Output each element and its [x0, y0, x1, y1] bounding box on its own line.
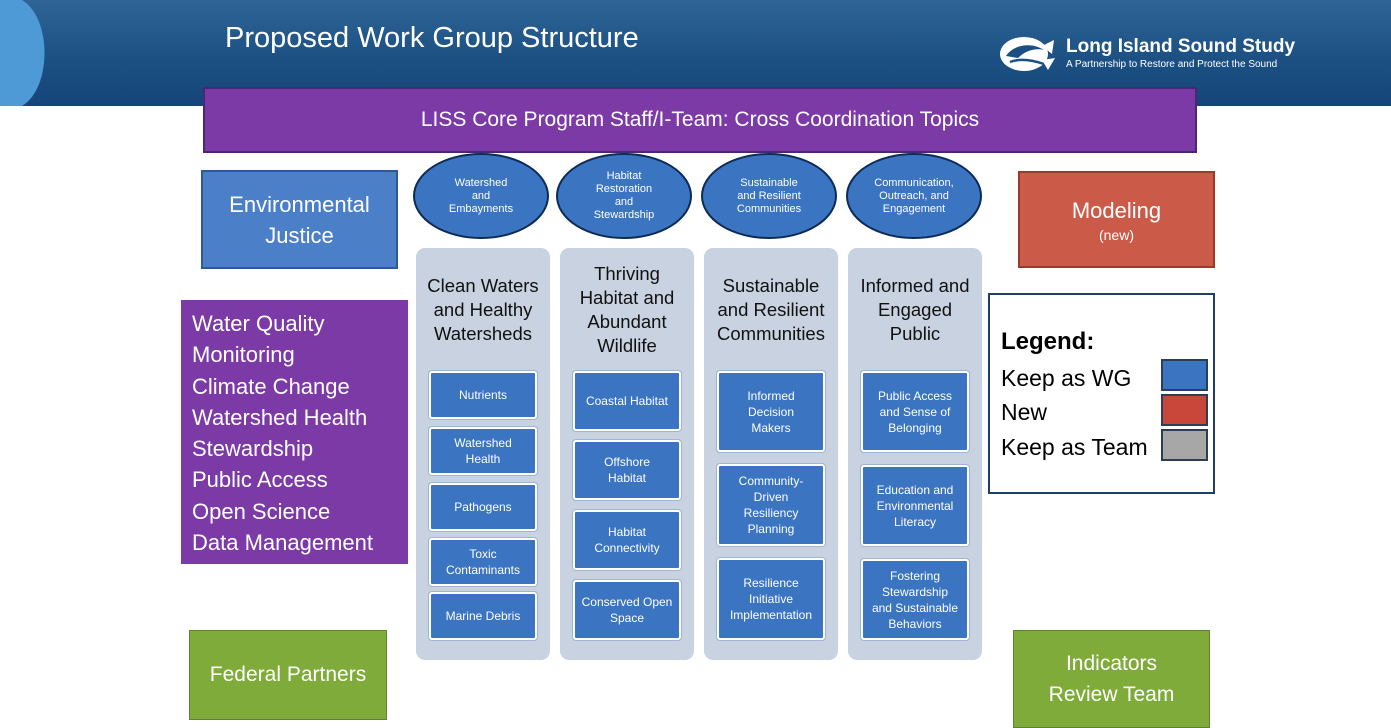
legend-title: Legend: [1001, 328, 1095, 355]
workgroup-community-resiliency-planning: Community- Driven Resiliency Planning [717, 464, 825, 546]
column-sustainable-communities: Sustainable and Resilient Communities In… [704, 248, 838, 660]
environmental-justice-box: Environmental Justice [201, 170, 398, 269]
oval-line: Watershed [454, 176, 508, 189]
workgroup-nutrients: Nutrients [429, 371, 537, 419]
oval-line: Embayments [448, 202, 514, 215]
oval-line: and Resilient [737, 189, 801, 202]
workgroup-resilience-initiative: Resilience Initiative Implementation [717, 558, 825, 640]
legend: Legend: Keep as WG New Keep as Team [988, 293, 1215, 494]
column-thriving-habitat: Thriving Habitat and Abundant Wildlife C… [560, 248, 694, 660]
oval-line: Communities [736, 202, 802, 215]
legend-label-new: New [1001, 399, 1048, 425]
column-title: Thriving Habitat and Abundant Wildlife [579, 263, 675, 356]
workgroup-education-literacy: Education and Environmental Literacy [861, 465, 969, 546]
oval-line: and [614, 196, 634, 208]
topic-item: Climate Change [192, 373, 350, 399]
column-title: Clean Waters and Healthy Watersheds [427, 275, 539, 344]
oval-line: Habitat [606, 170, 642, 182]
column-clean-waters: Clean Waters and Healthy Watersheds Nutr… [416, 248, 550, 660]
oval-communication-outreach: Communication, Outreach, and Engagement [845, 152, 983, 240]
workgroup-offshore-habitat: Offshore Habitat [573, 440, 681, 500]
modeling-note: (new) [1098, 226, 1134, 243]
topic-item: Monitoring [192, 342, 295, 368]
cross-coordination-topics: Water Quality Monitoring Climate Change … [181, 300, 408, 564]
indicators-review-team-box: Indicators Review Team [1013, 630, 1210, 728]
oval-line: Stewardship [593, 209, 655, 221]
workgroup-public-access-belonging: Public Access and Sense of Belonging [861, 371, 969, 452]
federal-partners-box: Federal Partners [189, 630, 387, 720]
workgroup-marine-debris: Marine Debris [429, 592, 537, 640]
logo-subtitle: A Partnership to Restore and Protect the… [1066, 59, 1278, 70]
oval-watershed-embayments: Watershed and Embayments [412, 152, 550, 240]
topic-item: Public Access [192, 467, 328, 493]
oval-line: Outreach, and [879, 189, 949, 202]
modeling-box: Modeling (new) [1018, 171, 1215, 268]
workgroup-toxic-contaminants: Toxic Contaminants [429, 538, 537, 586]
column-title: Sustainable and Resilient Communities [717, 275, 825, 344]
oval-sustainable-communities: Sustainable and Resilient Communities [700, 152, 838, 240]
workgroup-fostering-stewardship: Fostering Stewardship and Sustainable Be… [861, 559, 969, 640]
legend-swatch-new [1161, 394, 1208, 426]
core-program-bar: LISS Core Program Staff/I-Team: Cross Co… [203, 87, 1197, 153]
topic-item: Data Management [192, 530, 373, 556]
oval-line: Sustainable [740, 176, 798, 189]
topic-item: Open Science [192, 498, 331, 524]
oval-habitat-restoration: Habitat Restoration and Stewardship [555, 152, 693, 240]
modeling-title: Modeling [1071, 197, 1162, 223]
workgroup-watershed-health: Watershed Health [429, 427, 537, 475]
topic-item: Stewardship [192, 436, 314, 462]
workgroup-habitat-connectivity: Habitat Connectivity [573, 510, 681, 570]
slide-title: Proposed Work Group Structure [225, 22, 639, 54]
workgroup-coastal-habitat: Coastal Habitat [573, 371, 681, 431]
oval-line: Restoration [595, 183, 653, 195]
oval-line: and [471, 189, 491, 202]
topic-item: Watershed Health [192, 404, 368, 430]
column-informed-public: Informed and Engaged Public Public Acces… [848, 248, 982, 660]
topic-item: Water Quality [192, 311, 325, 336]
workgroup-conserved-open-space: Conserved Open Space [573, 580, 681, 640]
legend-label-keep-team: Keep as Team [1001, 434, 1148, 460]
legend-label-keep-wg: Keep as WG [1001, 365, 1132, 391]
oval-line: Communication, [874, 176, 954, 189]
workgroup-pathogens: Pathogens [429, 483, 537, 531]
legend-swatch-keep-team [1161, 429, 1208, 461]
legend-swatch-keep-wg [1161, 359, 1208, 391]
column-title: Informed and Engaged Public [860, 275, 970, 344]
logo-title: Long Island Sound Study [1066, 36, 1296, 57]
oval-line: Engagement [882, 202, 946, 215]
workgroup-informed-decision-makers: Informed Decision Makers [717, 371, 825, 452]
header-accent-icon [0, 0, 45, 106]
fish-logo-icon [1000, 37, 1055, 71]
